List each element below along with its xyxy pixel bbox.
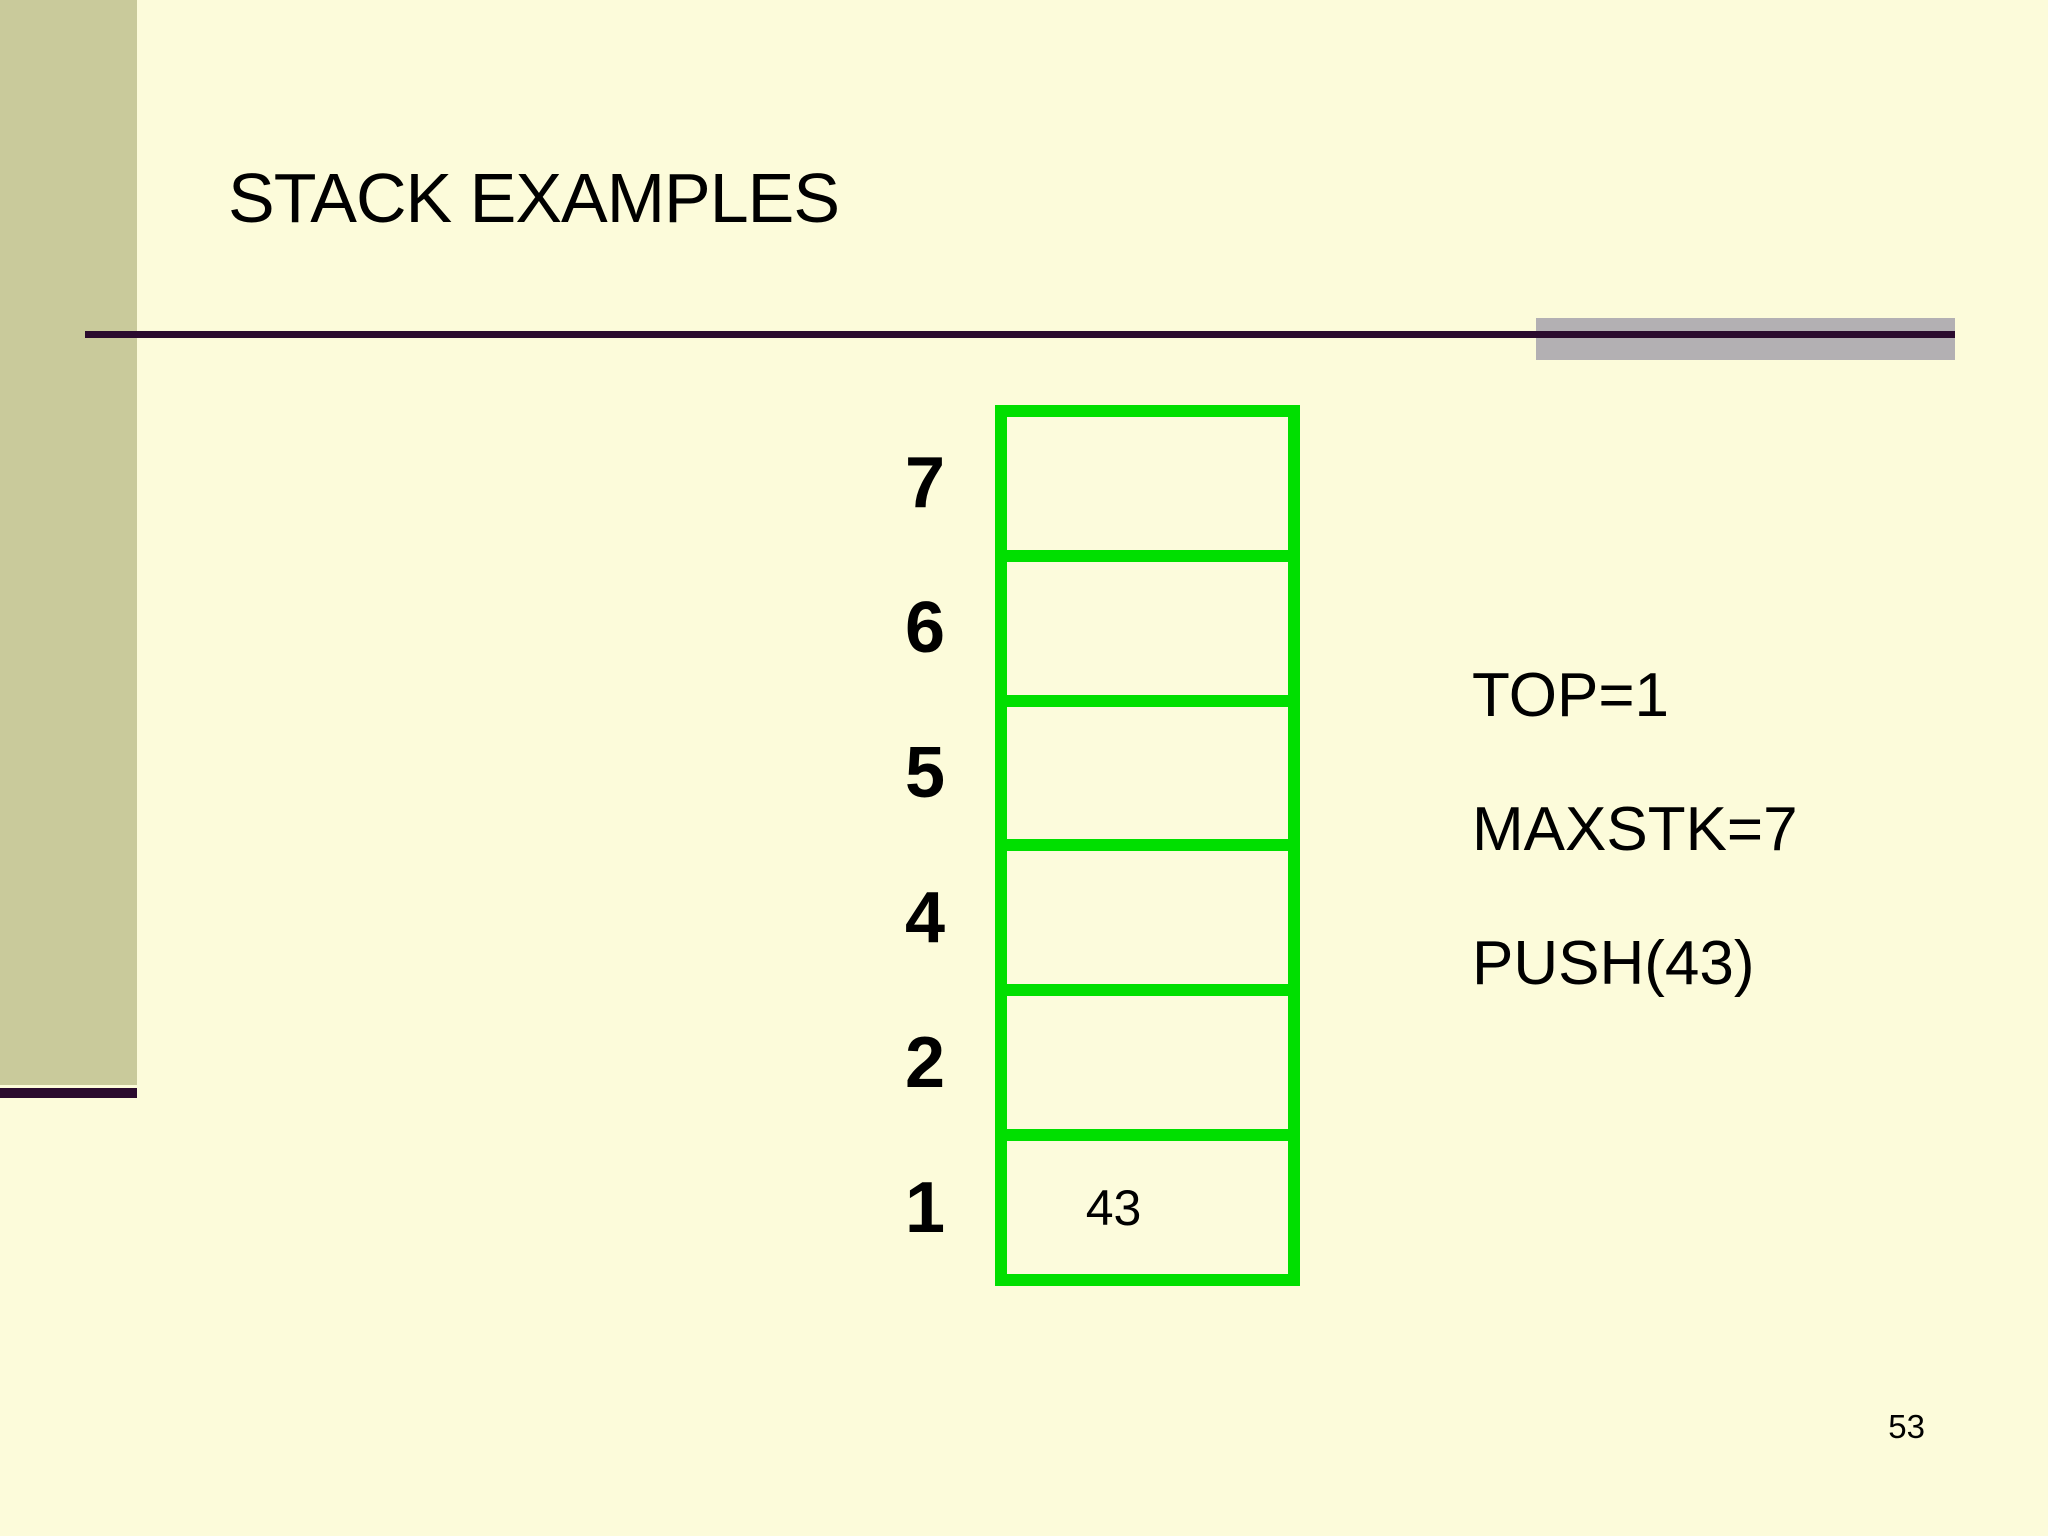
- stack-index-labels: 7 6 5 4 2 1: [795, 405, 945, 1286]
- title-divider-rule: [85, 331, 1955, 338]
- annotation-maxstk: MAXSTK=7: [1472, 794, 1798, 864]
- annotation-push-operation: PUSH(43): [1472, 928, 1755, 998]
- stack-index-label: 4: [904, 877, 945, 958]
- left-accent-bar-underline: [0, 1088, 137, 1098]
- annotation-top-pointer: TOP=1: [1472, 660, 1670, 730]
- left-accent-bar: [0, 0, 137, 1085]
- stack-index-label: 5: [904, 733, 945, 814]
- stack-cell: [1007, 706, 1288, 840]
- stack-cell: [1007, 417, 1288, 550]
- stack-index-label: 2: [904, 1022, 945, 1103]
- stack-cell: [1007, 561, 1288, 695]
- stack-index-label: 7: [904, 443, 945, 524]
- slide-title: STACK EXAMPLES: [228, 159, 840, 237]
- stack-index-label: 1: [904, 1167, 945, 1248]
- stack-diagram: 43: [995, 405, 1300, 1286]
- gray-accent-bar: [1536, 318, 1955, 360]
- slide-page-number: 53: [1888, 1408, 1925, 1445]
- stack-cell: [1007, 851, 1288, 985]
- stack-cell: 43: [1007, 1141, 1288, 1274]
- stack-cell: [1007, 996, 1288, 1130]
- stack-state-annotations: TOP=1 MAXSTK=7 PUSH(43): [1472, 628, 1798, 1030]
- stack-cell-value: 43: [1085, 1179, 1142, 1236]
- stack-index-label: 6: [904, 588, 945, 669]
